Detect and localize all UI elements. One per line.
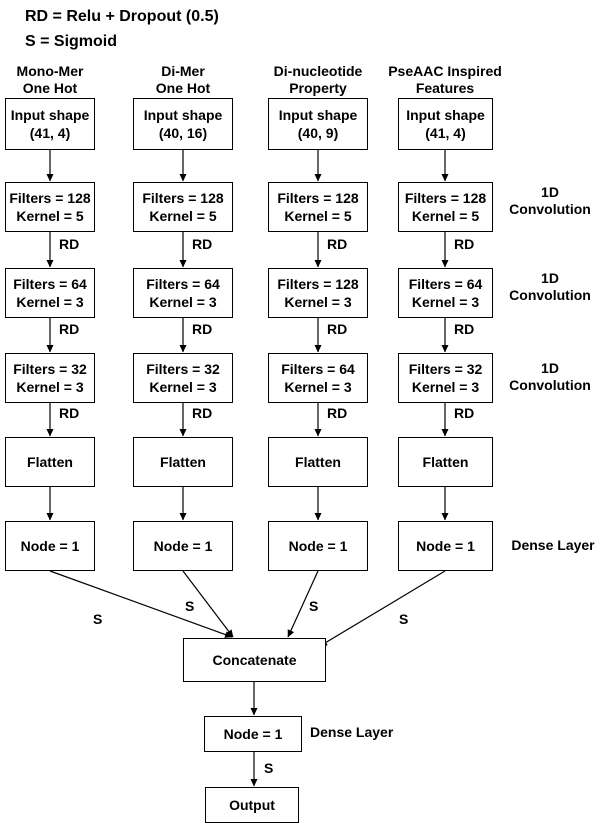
rd-label: RD <box>454 321 475 337</box>
final-dense-layer-label: Dense Layer <box>310 724 394 740</box>
connector-arrow <box>319 570 446 647</box>
rd-label: RD <box>59 405 80 421</box>
connector-arrow <box>182 570 234 638</box>
legend-rd: RD = Relu + Dropout (0.5) <box>25 8 219 25</box>
rd-label: RD <box>327 236 348 252</box>
s-label: S <box>93 611 103 627</box>
dense-box: Node = 1 <box>268 521 368 571</box>
concatenate-box: Concatenate <box>183 638 326 682</box>
input-box: Input shape(41, 4) <box>5 98 95 150</box>
s-label: S <box>309 598 319 614</box>
flatten-box: Flatten <box>268 437 368 487</box>
legend-s: S = Sigmoid <box>25 33 118 50</box>
input-box: Input shape(41, 4) <box>398 98 493 150</box>
rd-label: RD <box>59 236 80 252</box>
final-dense-box: Node = 1 <box>204 716 302 752</box>
rd-label: RD <box>327 321 348 337</box>
rd-label: RD <box>454 405 475 421</box>
dense-box: Node = 1 <box>133 521 233 571</box>
dense-box: Node = 1 <box>5 521 95 571</box>
connector-arrow <box>287 570 319 638</box>
flatten-box: Flatten <box>5 437 95 487</box>
rd-label: RD <box>192 321 213 337</box>
rd-label: RD <box>192 236 213 252</box>
rd-label: RD <box>59 321 80 337</box>
s-label: S <box>399 611 409 627</box>
flatten-box: Flatten <box>133 437 233 487</box>
rd-label: RD <box>327 405 348 421</box>
input-box: Input shape(40, 9) <box>268 98 368 150</box>
connector-arrow <box>49 570 233 638</box>
output-box: Output <box>205 787 299 823</box>
input-box: Input shape(40, 16) <box>133 98 233 150</box>
s-label: S <box>185 598 195 614</box>
dense-layer-label: Dense Layer <box>511 537 595 553</box>
flatten-box: Flatten <box>398 437 493 487</box>
rd-label: RD <box>454 236 475 252</box>
s-label: S <box>264 760 274 776</box>
rd-label: RD <box>192 405 213 421</box>
dense-box: Node = 1 <box>398 521 493 571</box>
